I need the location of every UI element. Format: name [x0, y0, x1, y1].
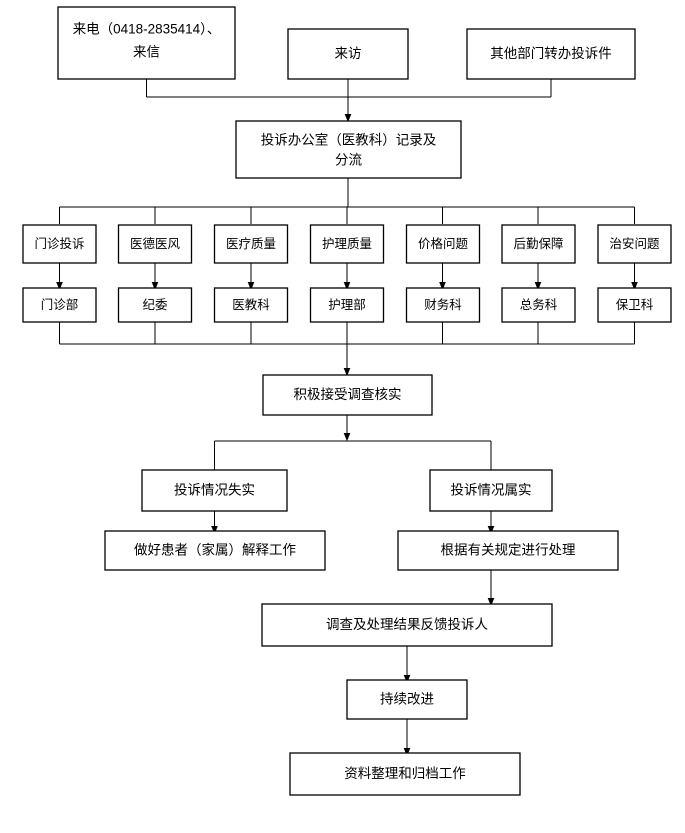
- node-intake-office-label-line2: 分流: [335, 153, 362, 168]
- node-dept-discipline-label: 纪委: [142, 298, 168, 312]
- node-dept-finance-label: 财务科: [424, 297, 462, 312]
- node-action-handle-label: 根据有关规定进行处理: [441, 543, 576, 558]
- node-category-ethics-label: 医德医风: [130, 236, 181, 251]
- node-archive-label: 资料整理和归档工作: [344, 765, 466, 781]
- node-archive[interactable]: 资料整理和归档工作: [289, 752, 521, 796]
- node-source-call-letter-label-line1: 来电（0418-2835414）、: [73, 22, 221, 37]
- node-category-ethics[interactable]: 医德医风: [117, 224, 193, 264]
- node-dept-finance[interactable]: 财务科: [405, 287, 481, 323]
- node-source-transferred-label: 其他部门转办投诉件: [490, 46, 612, 61]
- node-category-medical-quality-label: 医疗质量: [226, 237, 276, 251]
- node-category-price-label: 价格问题: [418, 236, 469, 251]
- node-feedback[interactable]: 调查及处理结果反馈投诉人: [261, 603, 553, 647]
- node-branch-false[interactable]: 投诉情况失实: [141, 469, 288, 512]
- node-category-nursing-quality-label: 护理质量: [322, 237, 372, 251]
- node-dept-general-affairs[interactable]: 总务科: [501, 287, 576, 323]
- node-dept-medical-education-label: 医教科: [232, 297, 270, 312]
- node-action-handle[interactable]: 根据有关规定进行处理: [397, 530, 619, 571]
- node-branch-true[interactable]: 投诉情况属实: [429, 469, 553, 512]
- node-category-logistics-label: 后勤保障: [513, 236, 563, 251]
- node-improve-label: 持续改进: [380, 692, 434, 707]
- node-intake-office[interactable]: 投诉办公室（医教科）记录及 分流: [235, 120, 462, 179]
- node-dept-security[interactable]: 保卫科: [597, 287, 672, 323]
- node-category-logistics[interactable]: 后勤保障: [501, 224, 576, 264]
- node-investigation-label: 积极接受调查核实: [294, 386, 402, 402]
- node-dept-medical-education[interactable]: 医教科: [213, 287, 289, 323]
- node-dept-nursing[interactable]: 护理部: [309, 287, 385, 323]
- node-source-visit[interactable]: 来访: [287, 28, 409, 80]
- connector-group: [56, 79, 638, 757]
- node-intake-office-label-line1: 投诉办公室（医教科）记录及: [261, 132, 437, 148]
- node-branch-false-label: 投诉情况失实: [174, 483, 255, 498]
- node-action-explain[interactable]: 做好患者（家属）解释工作: [104, 530, 326, 571]
- node-dept-outpatient[interactable]: 门诊部: [22, 287, 97, 323]
- node-source-call-letter-label-line2: 来信: [133, 45, 160, 60]
- node-dept-security-label: 保卫科: [616, 298, 654, 312]
- node-dept-general-affairs-label: 总务科: [520, 297, 558, 312]
- node-dept-discipline[interactable]: 纪委: [117, 287, 193, 323]
- node-action-explain-label: 做好患者（家属）解释工作: [134, 542, 296, 558]
- node-category-security-label: 治安问题: [609, 236, 660, 251]
- node-improve[interactable]: 持续改进: [346, 679, 468, 720]
- node-category-nursing-quality[interactable]: 护理质量: [309, 224, 385, 264]
- node-category-outpatient[interactable]: 门诊投诉: [22, 224, 97, 264]
- node-category-security[interactable]: 治安问题: [597, 224, 672, 264]
- node-category-price[interactable]: 价格问题: [405, 224, 481, 264]
- node-source-transferred[interactable]: 其他部门转办投诉件: [466, 28, 636, 80]
- node-dept-nursing-label: 护理部: [328, 297, 366, 312]
- node-category-outpatient-label: 门诊投诉: [34, 236, 84, 251]
- node-branch-true-label: 投诉情况属实: [451, 483, 532, 498]
- node-source-call-letter[interactable]: 来电（0418-2835414）、 来信: [57, 6, 236, 80]
- node-category-medical-quality[interactable]: 医疗质量: [213, 224, 289, 264]
- node-source-visit-label: 来访: [335, 46, 362, 61]
- node-feedback-label: 调查及处理结果反馈投诉人: [326, 617, 488, 632]
- node-dept-outpatient-label: 门诊部: [41, 297, 79, 312]
- node-investigation[interactable]: 积极接受调查核实: [262, 374, 433, 416]
